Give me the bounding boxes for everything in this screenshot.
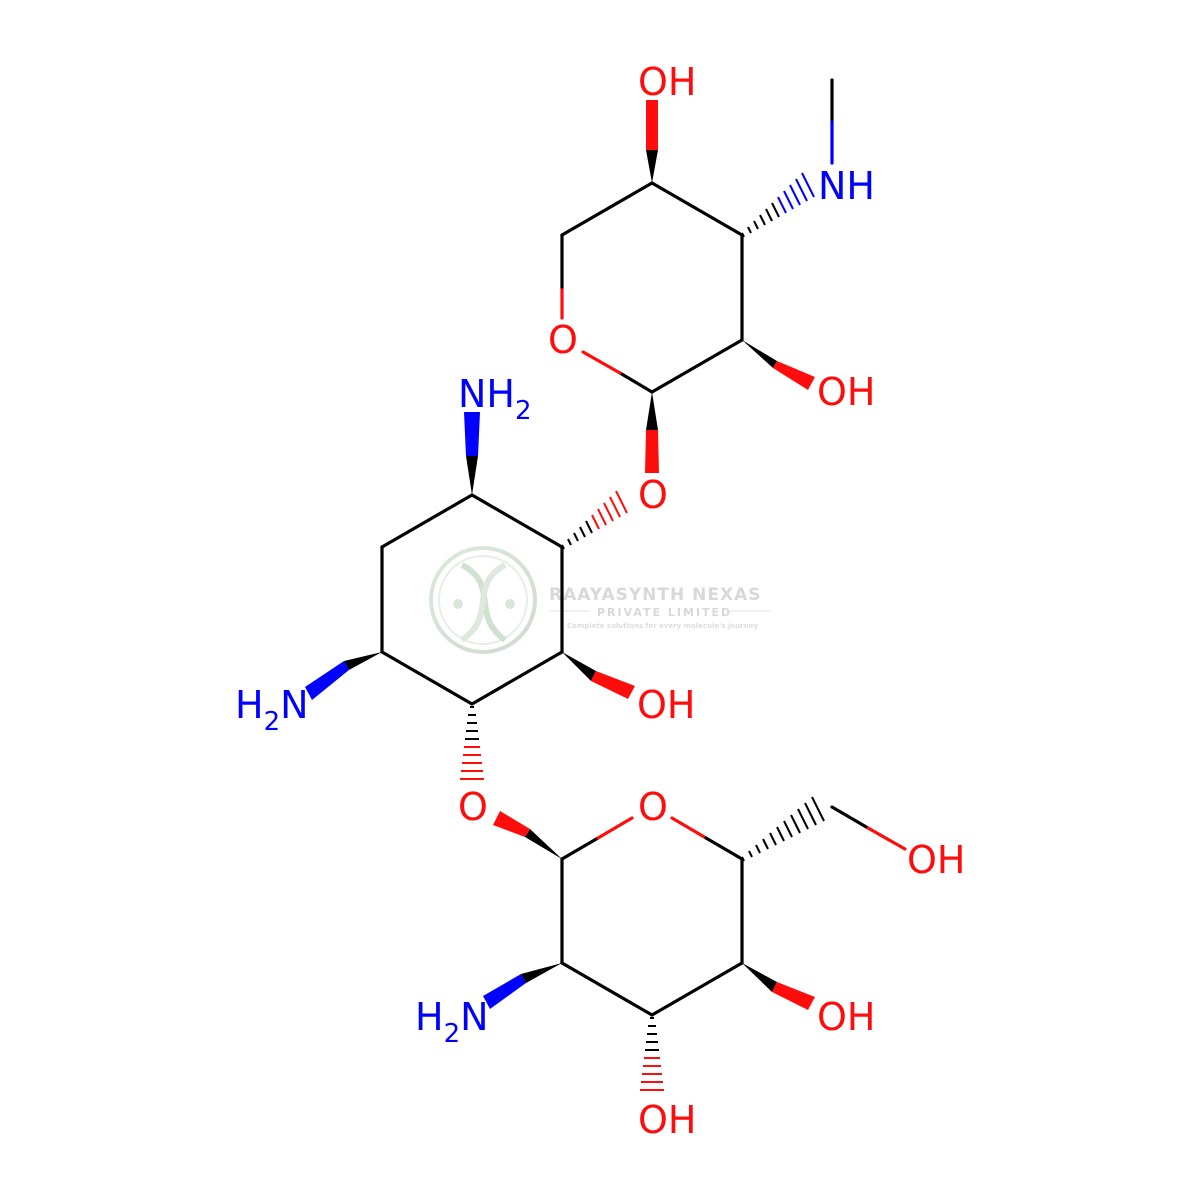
wedge-bond xyxy=(773,361,815,390)
bond xyxy=(560,836,600,861)
hash-bond xyxy=(777,172,815,214)
atom-labels: OH NH O OH NH2 O H2N OH O O OH H2N OH OH xyxy=(235,60,965,1142)
bond xyxy=(380,650,474,706)
bond xyxy=(650,338,744,394)
atom-label-h2n-bottom-subscript: 2 xyxy=(444,1019,461,1049)
bond xyxy=(581,350,622,375)
atom-label-oxygen-link-bottom: O xyxy=(458,785,488,829)
atom-label-h2n-bottom: H2N xyxy=(415,995,489,1049)
atom-label-oxygen-link-top: O xyxy=(638,473,668,517)
bond xyxy=(670,816,708,840)
hash-bond xyxy=(645,1017,659,1051)
bond xyxy=(704,836,744,861)
wedge-bond xyxy=(521,963,562,983)
hash-bonds xyxy=(460,172,825,1091)
atom-label-oh-right-top: OH xyxy=(817,370,875,414)
wedge-bond xyxy=(646,392,658,430)
wedge-bond xyxy=(493,811,530,837)
atom-label-h2n-left-subscript: 2 xyxy=(264,707,281,737)
bond xyxy=(650,181,744,237)
atom-label-h2n-bottom-n: N xyxy=(460,995,488,1039)
atom-label-ring-oxygen-top: O xyxy=(548,318,578,362)
atom-label-nh: NH xyxy=(818,164,875,208)
hash-bond xyxy=(460,746,484,780)
bond xyxy=(380,493,474,549)
watermark-tagline: Complete solutions for every molecule's … xyxy=(567,622,758,630)
watermark-title: RAAYASYNTH NEXAS xyxy=(549,585,762,605)
bond xyxy=(596,816,634,840)
wedge-bond xyxy=(466,456,478,495)
wedge-bond xyxy=(483,974,526,1009)
wedge-bond xyxy=(562,652,596,681)
atom-label-h2n-left-h: H xyxy=(235,683,264,727)
atom-label-h2n-bottom-h: H xyxy=(415,995,444,1039)
bond xyxy=(618,371,654,394)
atom-label-nh2-top: NH2 xyxy=(458,372,532,426)
wedge-bond xyxy=(464,412,480,456)
wedge-bond xyxy=(344,652,382,670)
atom-label-oh-middle: OH xyxy=(637,683,695,727)
wedge-bond xyxy=(742,340,777,368)
wedge-bonds xyxy=(305,100,815,1010)
bond xyxy=(560,961,654,1017)
hash-bond xyxy=(640,1057,664,1091)
wedge-bond xyxy=(305,661,349,700)
hash-bond xyxy=(561,520,593,550)
hash-bond xyxy=(741,796,825,862)
atom-label-oh-right-bottom: OH xyxy=(817,995,875,1039)
atom-label-oh-top: OH xyxy=(638,60,696,104)
atom-label-nh2-top-nh: NH xyxy=(458,372,515,416)
atom-label-oh-bottom: OH xyxy=(638,1098,696,1142)
hash-bond xyxy=(465,706,479,740)
wedge-bond xyxy=(646,100,658,150)
bond xyxy=(560,181,654,237)
wedge-bond xyxy=(772,982,815,1010)
wedge-bond xyxy=(525,829,562,859)
watermark: RAAYASYNTH NEXAS PRIVATE LIMITED Complet… xyxy=(429,546,771,654)
bond xyxy=(866,826,907,851)
bond xyxy=(830,805,870,830)
watermark-logo-icon xyxy=(429,546,537,654)
atom-label-h2n-left: H2N xyxy=(235,683,309,737)
hash-bond xyxy=(591,490,628,530)
wedge-bond xyxy=(591,671,635,699)
hash-bond xyxy=(741,202,780,238)
bond xyxy=(470,493,564,549)
wedge-bond xyxy=(742,963,777,992)
bond xyxy=(650,961,744,1017)
wedge-bond xyxy=(645,430,659,473)
atom-label-ring-oxygen-bottom: O xyxy=(638,785,668,829)
bond xyxy=(470,650,564,706)
watermark-subtitle: PRIVATE LIMITED xyxy=(597,606,732,619)
bonds xyxy=(380,78,907,1017)
atom-label-oh-ch2: OH xyxy=(907,838,965,882)
atom-label-nh2-top-subscript: 2 xyxy=(515,396,532,426)
atom-label-h2n-left-n: N xyxy=(280,683,308,727)
